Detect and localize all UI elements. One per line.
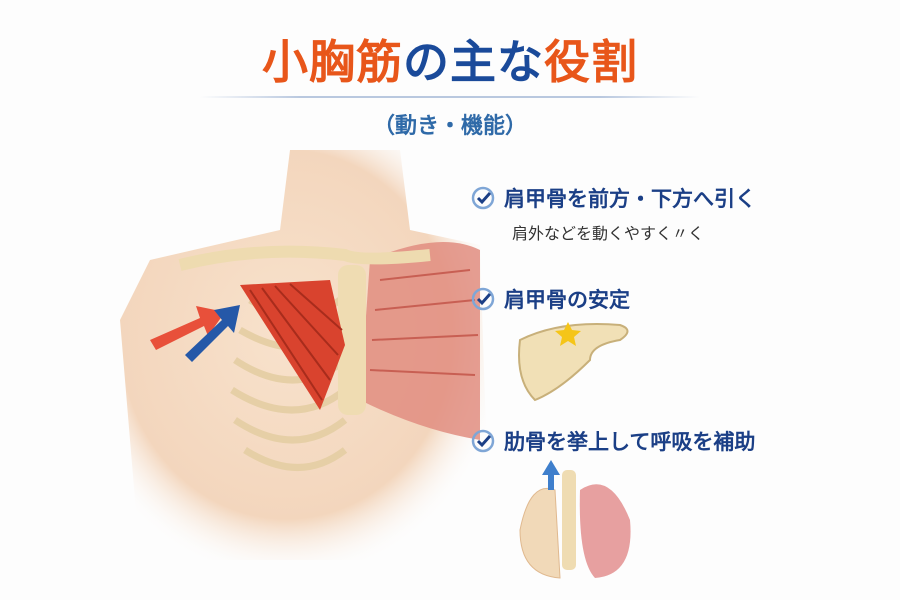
red-arrow-icon <box>150 306 225 350</box>
check-circle-icon <box>471 429 495 453</box>
page-title: 小胸筋の主な役割 <box>0 26 900 92</box>
title-part-1: 小胸筋 <box>262 35 403 89</box>
check-circle-icon <box>471 186 495 210</box>
function-label: 肋骨を挙上して呼吸を補助 <box>504 430 756 454</box>
function-item-1: 肩甲骨を前方・下方へ引く <box>470 183 756 213</box>
blue-arrow-icon <box>185 305 240 362</box>
function-item-3: 肋骨を挙上して呼吸を補助 <box>470 426 755 456</box>
sternum <box>338 265 366 415</box>
function-label: 肩甲骨の安定 <box>504 288 630 312</box>
function-item-2: 肩甲骨の安定 <box>470 284 630 314</box>
check-circle-icon <box>471 287 495 311</box>
pectoralis-major <box>360 242 480 440</box>
function-label: 肩甲骨を前方・下方へ引く <box>504 187 756 211</box>
function-note: 肩外などを動くやすく〃く <box>512 224 705 243</box>
clavicle <box>178 245 431 271</box>
pectoralis-minor-muscle <box>240 280 345 410</box>
title-part-2: の主な <box>403 35 544 89</box>
star-icon <box>555 322 581 346</box>
lungs-icon <box>519 460 631 579</box>
title-part-3: 役割 <box>544 35 638 89</box>
title-divider <box>200 96 700 98</box>
subtitle: （動き・機能） <box>372 114 527 139</box>
up-arrow-icon <box>542 460 560 490</box>
scapula-icon <box>518 322 629 402</box>
